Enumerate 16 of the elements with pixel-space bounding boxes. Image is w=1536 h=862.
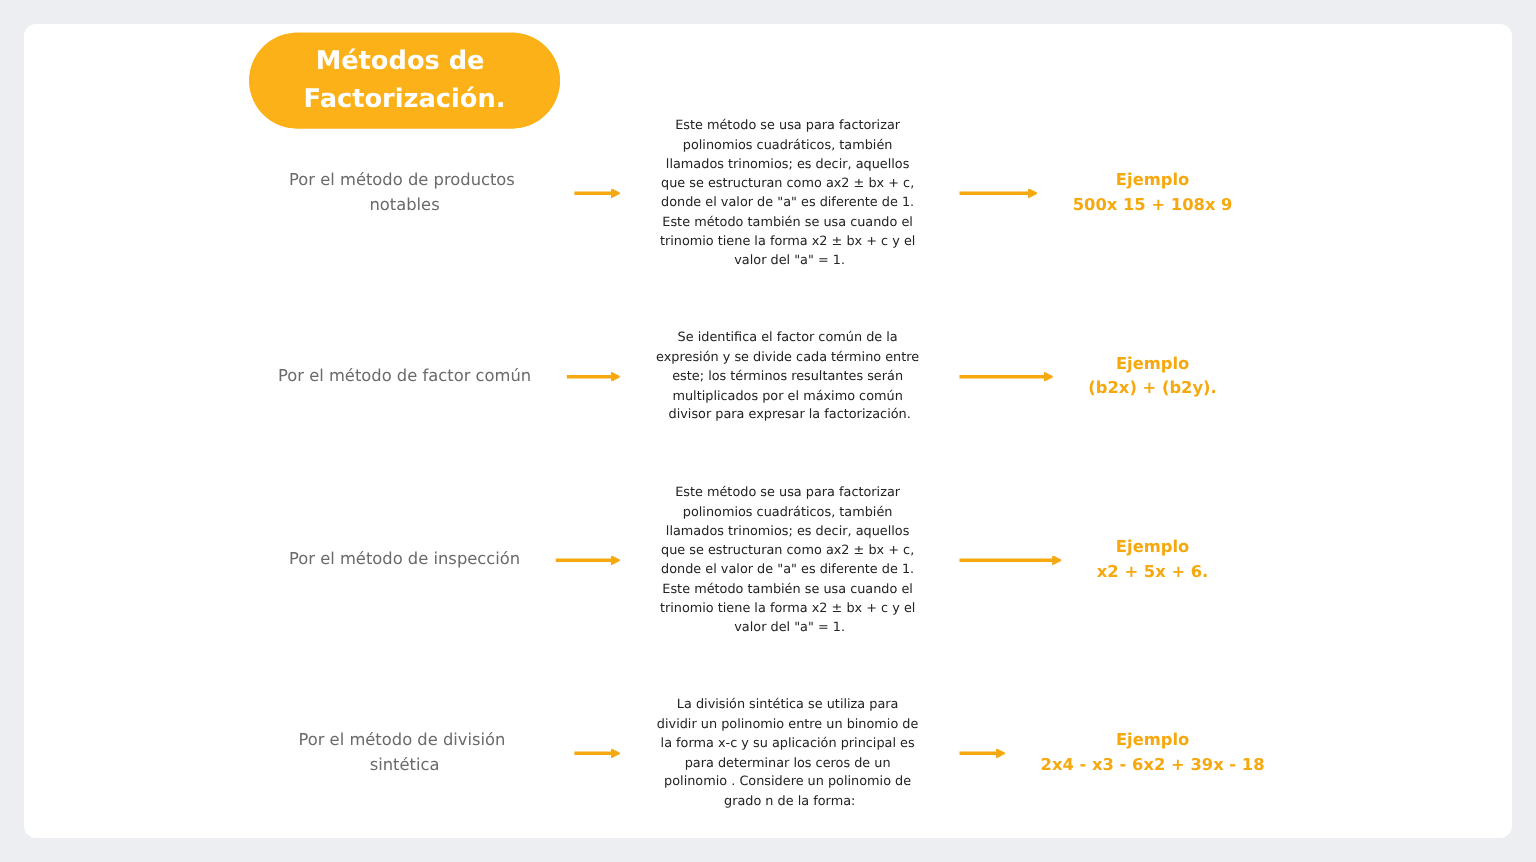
arrow: [555, 555, 622, 566]
node-text: Ejemplo x2 + 5x + 6.: [1097, 538, 1209, 582]
node-text: Por el método de división sintética: [298, 731, 506, 775]
arrow: [566, 371, 622, 382]
arrow: [574, 188, 622, 199]
node-text: Ejemplo (b2x) + (b2y).: [1088, 354, 1218, 398]
arrow: [959, 188, 1039, 199]
node-text: Ejemplo 2x4 - x3 - 6x2 + 39x - 18: [1041, 731, 1266, 775]
node-text: Por el método de productos notables: [289, 171, 516, 215]
arrow: [959, 371, 1055, 382]
arrow: [959, 748, 1007, 759]
node-text: Por el método de inspección: [289, 550, 521, 569]
node-text: Ejemplo 500x 15 + 108x 9: [1073, 171, 1234, 215]
node-text: Por el método de factor común: [278, 366, 532, 386]
arrow: [574, 748, 622, 759]
arrow: [959, 555, 1063, 566]
